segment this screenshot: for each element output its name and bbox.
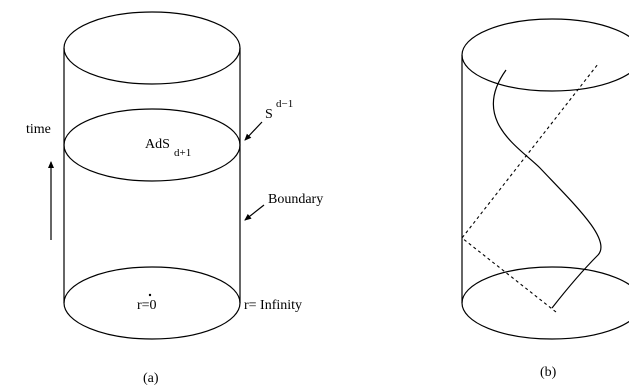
sphere-label-superscript: d−1	[276, 98, 293, 110]
light-ray-path	[461, 63, 599, 313]
ads-label: AdS	[145, 137, 170, 152]
boundary-label: Boundary	[268, 192, 323, 207]
time-label: time	[26, 122, 51, 137]
cylinder-b-bottom-ellipse	[461, 266, 629, 340]
infinity-label: r= Infinity	[244, 298, 302, 313]
caption-a: (a)	[143, 371, 159, 386]
sphere-pointer-arrow	[244, 121, 263, 141]
origin-label: r=0	[137, 298, 157, 313]
origin-dot	[148, 293, 152, 297]
ads-label-subscript: d+1	[174, 147, 191, 159]
geodesic-curve	[492, 69, 602, 309]
boundary-pointer-arrow	[244, 204, 265, 221]
caption-b: (b)	[540, 365, 557, 380]
sphere-label: S	[265, 107, 273, 122]
panel-a: time AdS d+1 S d−1 Boundary r=0 r= Infin…	[26, 11, 323, 386]
cylinder-a-top-ellipse	[63, 11, 241, 85]
cylinder-b-top-ellipse	[461, 18, 629, 92]
panel-b: (b)	[461, 18, 629, 380]
